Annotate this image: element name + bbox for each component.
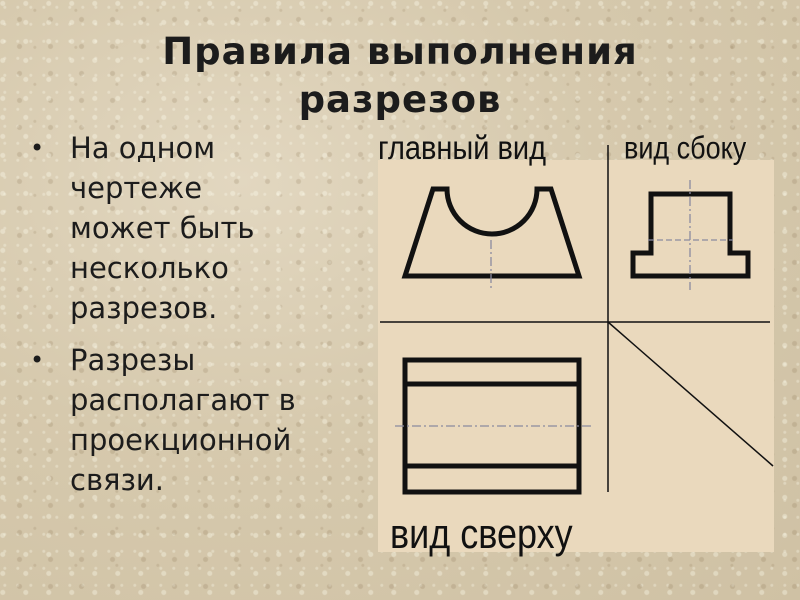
front-view-outline — [401, 186, 583, 279]
side-view-outline — [630, 191, 751, 279]
bullet-list: • На одном чертеже может быть несколько … — [28, 128, 368, 512]
slide-title: Правила выполнения разрезов — [0, 28, 800, 124]
bullet-marker: • — [30, 134, 45, 162]
bullet-item: • Разрезы располагают в проекционной свя… — [28, 340, 368, 500]
bullet-text: Разрезы располагают в проекционной связи… — [70, 343, 296, 497]
slide-title-line-2: разрезов — [298, 78, 502, 121]
drawing-paper — [378, 160, 774, 552]
bullet-text: На одном чертеже может быть несколько ра… — [70, 131, 255, 325]
bullet-marker: • — [30, 346, 45, 374]
top-view-label: вид сверху — [390, 510, 573, 558]
slide-title-line-1: Правила выполнения — [162, 30, 638, 73]
projection-diagonal-line — [607, 321, 774, 467]
orthographic-drawing — [378, 145, 774, 552]
front-view-label: главный вид — [378, 130, 547, 167]
side-view-label: вид сбоку — [624, 131, 747, 166]
bullet-item: • На одном чертеже может быть несколько … — [28, 128, 368, 328]
